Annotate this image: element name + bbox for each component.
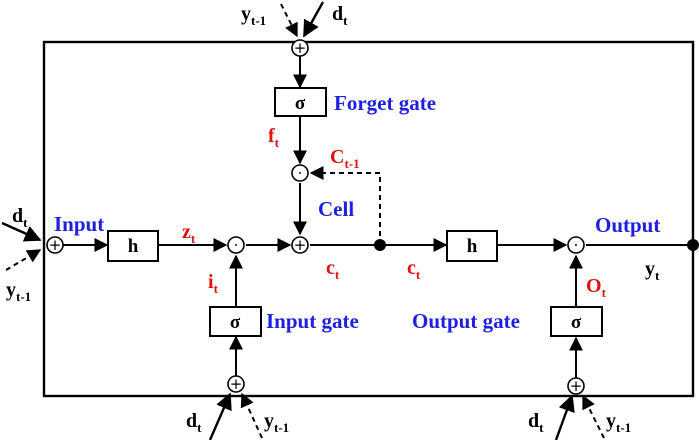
cell-feedback-wire xyxy=(309,166,381,245)
cell-label: Cell xyxy=(318,197,354,221)
ingate-sum-node: + xyxy=(227,375,245,393)
outgate-sum-node: + xyxy=(567,377,585,395)
outgate-d-label: dt xyxy=(528,410,544,435)
output-mult-symbol: ⋅ xyxy=(574,236,579,254)
c-t-label-1: ct xyxy=(326,257,340,282)
output-mult-node: ⋅ xyxy=(567,236,585,254)
input-d-label: dt xyxy=(12,205,28,230)
input-gate-label: Input gate xyxy=(266,309,359,333)
input-mult-node: ⋅ xyxy=(227,236,245,254)
ingate-input-y-wire xyxy=(240,392,263,439)
ingate-d-label: dt xyxy=(186,410,202,435)
i-t-label: it xyxy=(208,271,219,296)
outgate-input-d-wire xyxy=(554,394,575,440)
input-mult-symbol: ⋅ xyxy=(234,236,239,254)
forget-y-prev-label: yt-1 xyxy=(241,3,266,28)
forget-input-y-wire xyxy=(280,3,298,38)
forget-sigma-symbol: σ xyxy=(295,93,306,114)
y-t-output-label: yt xyxy=(645,258,660,283)
input-y-wire xyxy=(5,249,42,271)
ingate-y-prev-label: yt-1 xyxy=(264,410,289,435)
outgate-y-prev-label: yt-1 xyxy=(606,410,631,435)
input-h-symbol: h xyxy=(128,236,139,257)
output-sigma-symbol: σ xyxy=(571,312,582,333)
ingate-input-d-wire xyxy=(208,392,232,440)
output-h-symbol: h xyxy=(467,236,478,257)
outgate-input-y-wire xyxy=(582,394,605,439)
f-t-label: ft xyxy=(268,125,280,150)
output-gate-label: Output gate xyxy=(412,309,520,333)
c-t-label-2: ct xyxy=(407,257,421,282)
input-sigma-box: σ xyxy=(209,306,262,337)
output-label: Output xyxy=(595,213,660,237)
outgate-sum-symbol: + xyxy=(570,377,583,395)
output-junction-dot xyxy=(687,239,699,251)
ingate-sum-symbol: + xyxy=(230,375,243,393)
cell-sum-node: + xyxy=(291,236,309,254)
forget-mult-node: ⋅ xyxy=(291,164,309,182)
input-d-wire xyxy=(1,221,42,242)
input-h-box: h xyxy=(107,230,159,262)
input-sum-symbol: + xyxy=(49,236,62,254)
output-h-box: h xyxy=(446,230,498,262)
c-prev-label: Ct-1 xyxy=(330,146,360,171)
forget-sum-symbol: + xyxy=(294,39,307,57)
lstm-block-frame xyxy=(42,40,695,398)
cell-junction-dot xyxy=(374,239,386,251)
input-sum-node: + xyxy=(46,236,64,254)
forget-gate-label: Forget gate xyxy=(334,91,436,115)
input-label: Input xyxy=(54,212,104,236)
forget-sum-node: + xyxy=(291,39,309,57)
input-y-prev-label: yt-1 xyxy=(6,279,31,304)
forget-sigma-box: σ xyxy=(274,87,327,117)
z-t-label: zt xyxy=(182,221,196,246)
cell-sum-symbol: + xyxy=(294,236,307,254)
input-sigma-symbol: σ xyxy=(230,312,241,333)
output-sigma-box: σ xyxy=(550,306,603,337)
forget-input-d-wire xyxy=(302,1,325,38)
forget-mult-symbol: ⋅ xyxy=(298,164,303,182)
o-t-label: Ot xyxy=(586,275,607,300)
forget-d-label: dt xyxy=(332,3,348,28)
